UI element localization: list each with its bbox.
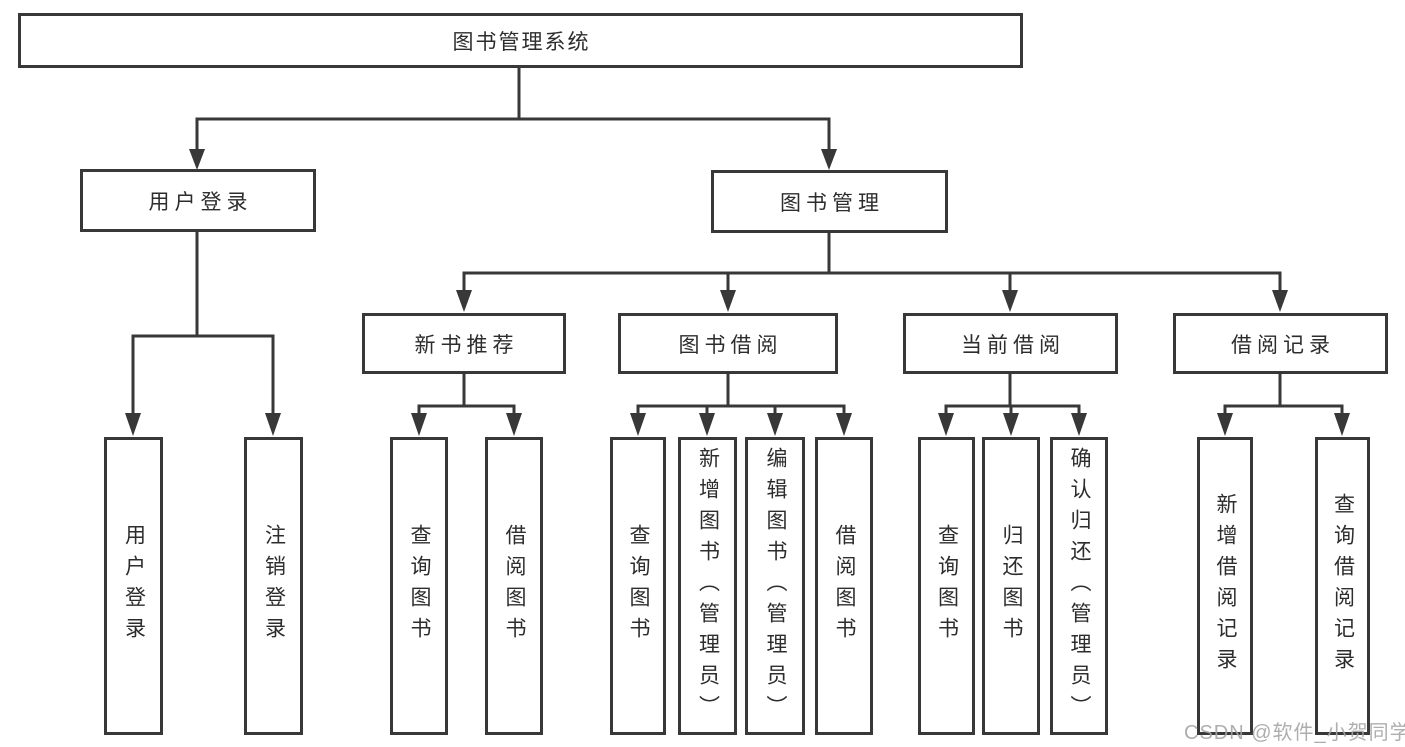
node-bb-query-books: 查询图书 bbox=[610, 437, 666, 735]
node-cb-confirm-return-label: 确认归还（管理员） bbox=[1068, 446, 1091, 726]
node-br-add-record: 新增借阅记录 bbox=[1197, 437, 1253, 735]
node-bb-edit-books: 编辑图书（管理员） bbox=[745, 437, 805, 735]
node-bb-add-books-label: 新增图书（管理员） bbox=[696, 446, 720, 726]
node-br-query-record: 查询借阅记录 bbox=[1315, 437, 1370, 735]
node-book-management: 图书管理 bbox=[711, 170, 948, 233]
node-bb-add-books: 新增图书（管理员） bbox=[678, 437, 737, 735]
node-br-query-record-label: 查询借阅记录 bbox=[1331, 493, 1355, 679]
node-cb-return-books-label: 归还图书 bbox=[1000, 524, 1023, 648]
node-current-borrow: 当前借阅 bbox=[903, 313, 1118, 374]
node-br-add-record-label: 新增借阅记录 bbox=[1214, 493, 1237, 679]
node-bb-borrow-books-label: 借阅图书 bbox=[833, 524, 856, 648]
node-cb-confirm-return: 确认归还（管理员） bbox=[1050, 437, 1108, 735]
node-user-login-label: 用户登录 bbox=[122, 524, 146, 648]
node-borrow-records: 借阅记录 bbox=[1173, 313, 1388, 374]
node-logout: 注销登录 bbox=[244, 437, 303, 735]
node-cb-query-books: 查询图书 bbox=[918, 437, 975, 735]
node-new-book-recommend: 新书推荐 bbox=[362, 313, 566, 374]
node-root: 图书管理系统 bbox=[18, 13, 1023, 68]
node-logout-label: 注销登录 bbox=[262, 524, 286, 648]
node-cb-query-books-label: 查询图书 bbox=[935, 524, 959, 648]
node-bb-query-books-label: 查询图书 bbox=[627, 524, 650, 648]
node-bb-edit-books-label: 编辑图书（管理员） bbox=[764, 446, 787, 726]
node-book-borrow: 图书借阅 bbox=[618, 313, 838, 374]
node-user-login-group: 用户登录 bbox=[80, 169, 316, 232]
node-nbr-query-books-label: 查询图书 bbox=[408, 524, 431, 648]
node-nbr-borrow-books-label: 借阅图书 bbox=[503, 524, 526, 648]
csdn-watermark: CSDN @软件_小贺同学 bbox=[1184, 722, 1405, 744]
node-cb-return-books: 归还图书 bbox=[982, 437, 1040, 735]
node-nbr-borrow-books: 借阅图书 bbox=[485, 437, 543, 735]
node-user-login: 用户登录 bbox=[104, 437, 163, 735]
node-bb-borrow-books: 借阅图书 bbox=[815, 437, 873, 735]
node-nbr-query-books: 查询图书 bbox=[390, 437, 448, 735]
